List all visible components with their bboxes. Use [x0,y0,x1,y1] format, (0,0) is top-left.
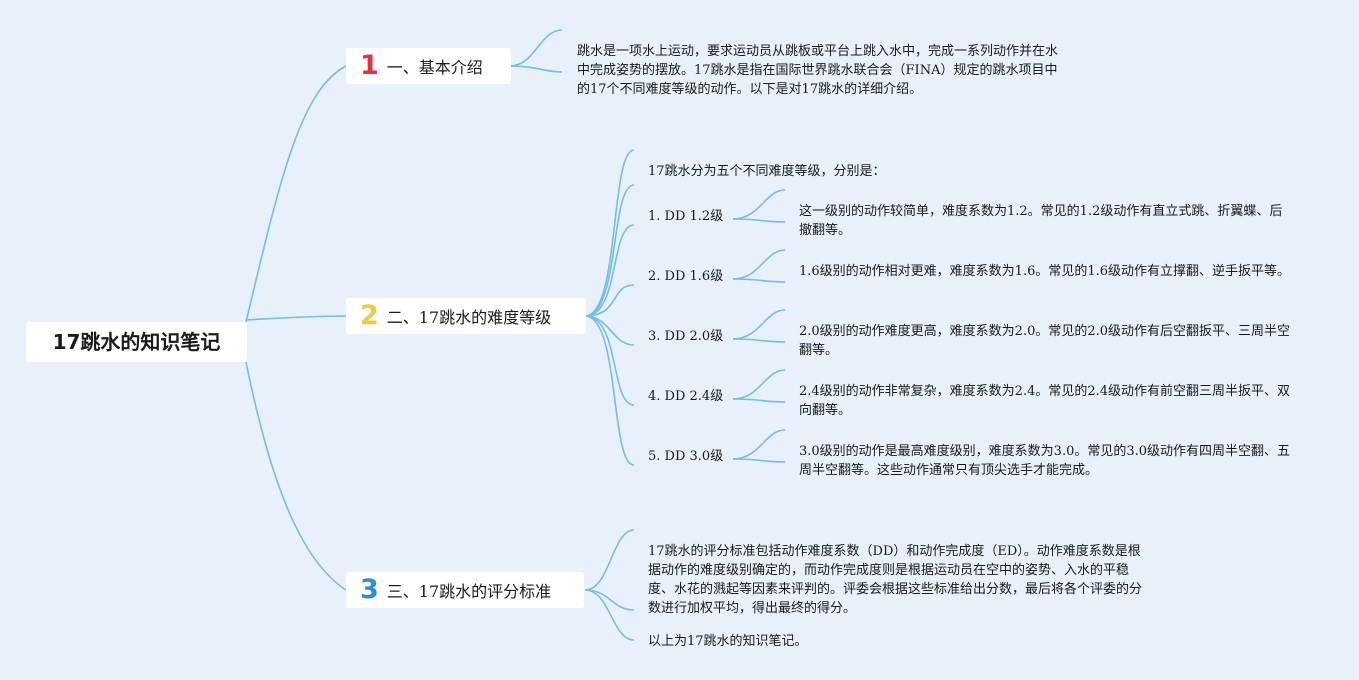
branch-difficulty-levels[interactable]: 2 二、17跳水的难度等级 [346,298,586,334]
branch-basic-intro[interactable]: 1 一、基本介绍 [346,48,511,84]
leaf-closing-text[interactable]: 以上为17跳水的知识笔记。 [648,634,808,649]
branch-number: 1 [360,50,379,81]
level-label[interactable]: 4. DD 2.4级 [648,389,724,404]
level-description[interactable]: 1.6级别的动作相对更难，难度系数为1.6。常见的1.6级动作有立撑翻、逆手扳平… [799,264,1291,279]
levels-intro[interactable]: 17跳水分为五个不同难度等级，分别是： [648,164,886,179]
branch-scoring-criteria[interactable]: 3 三、17跳水的评分标准 [346,572,584,608]
level-label[interactable]: 3. DD 2.0级 [648,329,724,344]
branch-number: 2 [360,300,379,331]
leaf-scoring-text[interactable]: 17跳水的评分标准包括动作难度系数（DD）和动作完成度（ED）。动作难度系数是根… [648,544,1143,616]
level-label[interactable]: 1. DD 1.2级 [648,209,724,224]
level-description[interactable]: 3.0级别的动作是最高难度级别，难度系数为3.0。常见的3.0级动作有四周半空翻… [799,444,1291,478]
root-topic[interactable]: 17跳水的知识笔记 [26,322,247,362]
branch-label: 二、17跳水的难度等级 [386,308,552,327]
branch-number: 3 [360,574,379,605]
level-description[interactable]: 2.4级别的动作非常复杂，难度系数为2.4。常见的2.4级动作有前空翻三周半扳平… [799,384,1291,418]
branch-label: 一、基本介绍 [386,58,483,77]
root-title: 17跳水的知识笔记 [52,330,221,354]
leaf-intro-text[interactable]: 跳水是一项水上运动，要求运动员从跳板或平台上跳入水中，完成一系列动作并在水中完成… [577,44,1059,97]
level-description[interactable]: 这一级别的动作较简单，难度系数为1.2。常见的1.2级动作有直立式跳、折翼蝶、后… [799,204,1283,238]
branch-label: 三、17跳水的评分标准 [386,582,552,601]
level-description[interactable]: 2.0级别的动作难度更高，难度系数为2.0。常见的2.0级动作有后空翻扳平、三周… [799,324,1291,358]
level-label[interactable]: 2. DD 1.6级 [648,269,724,284]
level-label[interactable]: 5. DD 3.0级 [648,449,724,464]
